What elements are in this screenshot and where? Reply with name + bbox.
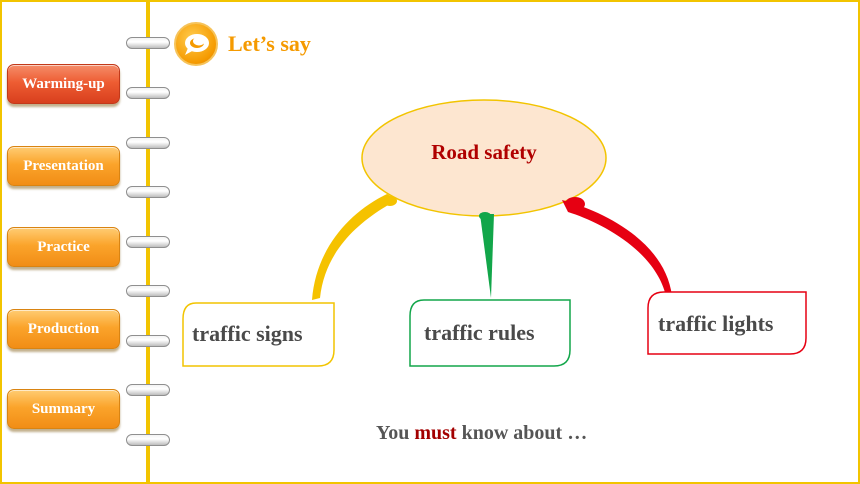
branch-connector-red	[562, 200, 672, 296]
binder-ring	[126, 236, 170, 248]
binder-ring	[126, 137, 170, 149]
nav-presentation-button[interactable]: Presentation	[7, 146, 120, 186]
binder-ring	[126, 87, 170, 99]
branch-label-traffic-lights: traffic lights	[658, 311, 774, 336]
nav-practice-button[interactable]: Practice	[7, 227, 120, 267]
prompt-emphasis: must	[414, 422, 457, 444]
binder-ring	[126, 384, 170, 396]
branch-connector-green	[480, 214, 494, 298]
prompt-suffix: know about …	[461, 422, 588, 444]
binder-ring	[126, 335, 170, 347]
binder-ring	[126, 186, 170, 198]
traffic-rules-box	[409, 299, 571, 367]
binder-ring	[126, 37, 170, 49]
binder-ring	[126, 434, 170, 446]
traffic-signs-box	[182, 302, 335, 367]
mindmap-center-label: Road safety	[431, 140, 537, 164]
nav-warming-up-button[interactable]: Warming-up	[7, 64, 120, 104]
section-title: Let’s say	[228, 31, 311, 56]
branch-label-traffic-signs: traffic signs	[192, 321, 303, 346]
binder-ring	[126, 285, 170, 297]
traffic-lights-box	[647, 291, 807, 355]
speech-bubble-icon	[174, 22, 218, 66]
nav-summary-button[interactable]: Summary	[7, 389, 120, 429]
branch-connector-yellow	[312, 194, 397, 300]
nav-production-button[interactable]: Production	[7, 309, 120, 349]
prompt-sentence: You must know about …	[376, 422, 587, 445]
branch-label-traffic-rules: traffic rules	[424, 320, 535, 345]
prompt-prefix: You	[376, 422, 410, 444]
